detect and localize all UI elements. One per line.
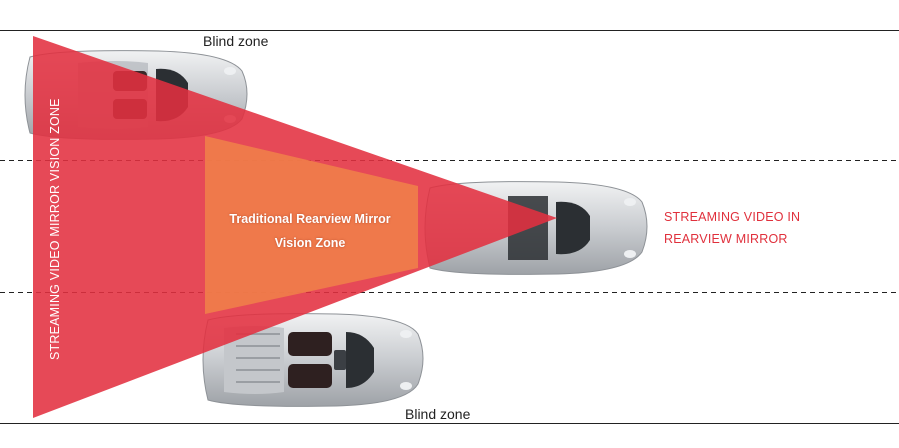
traditional-mirror-vision-zone xyxy=(205,136,418,314)
traditional-mirror-zone-label: Traditional Rearview Mirror Vision Zone xyxy=(210,207,410,255)
streaming-video-mirror-line2: REARVIEW MIRROR xyxy=(664,232,788,246)
streaming-video-mirror-label: STREAMING VIDEO IN REARVIEW MIRROR xyxy=(664,206,800,250)
car-bottom-left xyxy=(202,313,424,407)
blind-zone-bottom-label: Blind zone xyxy=(405,406,471,422)
streaming-vision-zone-vertical-label: STREAMING VIDEO MIRROR VISION ZONE xyxy=(48,98,62,360)
traditional-mirror-zone-line1: Traditional Rearview Mirror xyxy=(229,212,391,226)
blind-zone-top-label: Blind zone xyxy=(203,33,269,49)
streaming-video-mirror-line1: STREAMING VIDEO IN xyxy=(664,210,801,224)
traditional-mirror-zone-line2: Vision Zone xyxy=(274,236,346,250)
